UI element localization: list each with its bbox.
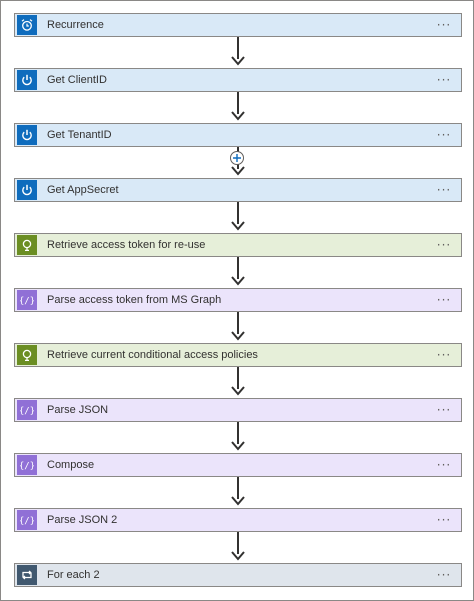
globe-icon — [17, 235, 37, 255]
braces-icon: {/} — [17, 455, 37, 475]
arrow-down-icon — [231, 551, 245, 561]
svg-text:{/}: {/} — [20, 407, 34, 417]
braces-icon: {/} — [17, 400, 37, 420]
braces-icon: {/} — [17, 290, 37, 310]
arrow-down-icon — [231, 276, 245, 286]
more-options-button[interactable]: ··· — [436, 73, 452, 87]
connector — [237, 37, 239, 59]
step-label: Get AppSecret — [47, 184, 119, 196]
arrow-down-icon — [231, 111, 245, 121]
connector — [237, 257, 239, 279]
more-options-button[interactable]: ··· — [436, 458, 452, 472]
connector — [237, 312, 239, 334]
arrow-down-icon — [231, 386, 245, 396]
connector — [237, 202, 239, 224]
step-card-compose[interactable]: {/} Compose ··· — [14, 453, 462, 477]
svg-text:{/}: {/} — [20, 517, 34, 527]
step-card-parse-json-2[interactable]: {/} Parse JSON 2 ··· — [14, 508, 462, 532]
arrow-down-icon — [231, 166, 245, 176]
arrow-down-icon — [231, 441, 245, 451]
step-card-retrieve-ca-policies[interactable]: Retrieve current conditional access poli… — [14, 343, 462, 367]
step-card-get-clientid[interactable]: Get ClientID ··· — [14, 68, 462, 92]
svg-text:{/}: {/} — [20, 297, 34, 307]
step-label: Get ClientID — [47, 74, 107, 86]
more-options-button[interactable]: ··· — [436, 128, 452, 142]
more-options-button[interactable]: ··· — [436, 568, 452, 582]
step-label: Parse JSON 2 — [47, 514, 118, 526]
alarm-clock-icon — [17, 15, 37, 35]
arrow-down-icon — [231, 56, 245, 66]
step-label: Parse JSON — [47, 404, 109, 416]
connector — [237, 367, 239, 389]
plus-icon — [233, 154, 241, 162]
more-options-button[interactable]: ··· — [436, 348, 452, 362]
step-label: Retrieve current conditional access poli… — [47, 349, 258, 361]
arrow-down-icon — [231, 496, 245, 506]
step-card-get-appsecret[interactable]: Get AppSecret ··· — [14, 178, 462, 202]
step-card-retrieve-access-token[interactable]: Retrieve access token for re-use ··· — [14, 233, 462, 257]
step-card-recurrence[interactable]: Recurrence ··· — [14, 13, 462, 37]
more-options-button[interactable]: ··· — [436, 513, 452, 527]
more-options-button[interactable]: ··· — [436, 183, 452, 197]
connector — [237, 422, 239, 444]
step-card-get-tenantid[interactable]: Get TenantID ··· — [14, 123, 462, 147]
insert-step-button[interactable] — [230, 151, 244, 165]
arrow-down-icon — [231, 331, 245, 341]
connector — [237, 532, 239, 554]
more-options-button[interactable]: ··· — [436, 403, 452, 417]
connector — [237, 477, 239, 499]
svg-text:{/}: {/} — [20, 462, 34, 472]
loop-icon — [17, 565, 37, 585]
more-options-button[interactable]: ··· — [436, 238, 452, 252]
globe-icon — [17, 345, 37, 365]
arrow-down-icon — [231, 221, 245, 231]
step-label: Recurrence — [47, 19, 104, 31]
step-label: Compose — [47, 459, 95, 471]
power-icon — [17, 125, 37, 145]
braces-icon: {/} — [17, 510, 37, 530]
step-card-for-each-2[interactable]: For each 2 ··· — [14, 563, 462, 587]
power-icon — [17, 70, 37, 90]
step-label: Parse access token from MS Graph — [47, 294, 222, 306]
more-options-button[interactable]: ··· — [436, 18, 452, 32]
step-card-parse-access-token[interactable]: {/} Parse access token from MS Graph ··· — [14, 288, 462, 312]
step-label: Retrieve access token for re-use — [47, 239, 206, 251]
power-icon — [17, 180, 37, 200]
step-label: Get TenantID — [47, 129, 112, 141]
connector — [237, 92, 239, 114]
more-options-button[interactable]: ··· — [436, 293, 452, 307]
step-card-parse-json[interactable]: {/} Parse JSON ··· — [14, 398, 462, 422]
step-label: For each 2 — [47, 569, 100, 581]
